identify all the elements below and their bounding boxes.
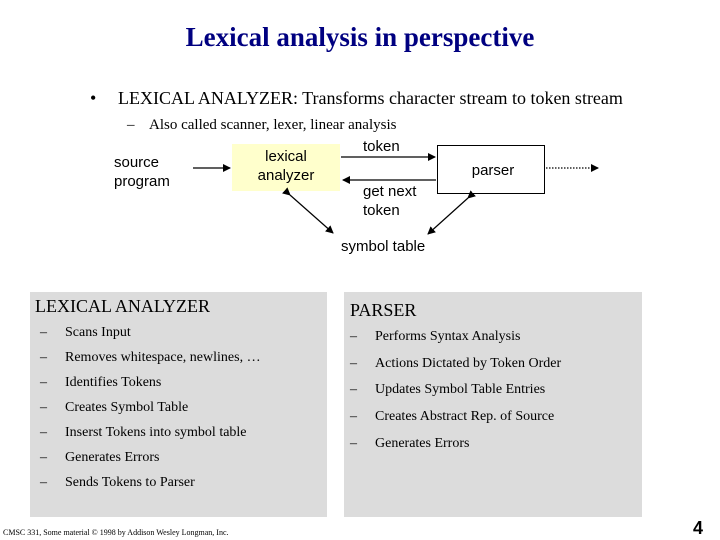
- item-marker: –: [350, 409, 357, 424]
- source-label-line1: source: [114, 154, 160, 171]
- bullet-text: LEXICAL ANALYZER: Transforms character s…: [118, 88, 623, 108]
- list-item: – Actions Dictated by Token Order: [350, 356, 561, 372]
- item-marker: –: [40, 400, 47, 415]
- list-item: – Updates Symbol Table Entries: [350, 382, 545, 398]
- list-item: – Creates Symbol Table: [40, 400, 188, 416]
- copyright-footer: CMSC 331, Some material © 1998 by Addiso…: [3, 528, 229, 537]
- item-text: Updates Symbol Table Entries: [375, 382, 546, 397]
- list-item: – Inserst Tokens into symbol table: [40, 425, 247, 441]
- diagram-arrows: [193, 153, 599, 235]
- lexer-label-line2: analyzer: [257, 167, 315, 184]
- list-item: – Creates Abstract Rep. of Source: [350, 409, 554, 425]
- item-text: Scans Input: [65, 325, 131, 340]
- item-marker: –: [40, 450, 47, 465]
- item-marker: –: [350, 382, 357, 397]
- sub-bullet: –Also called scanner, lexer, linear anal…: [127, 117, 396, 134]
- lexer-symbol-table-arrow: [282, 187, 334, 234]
- item-text: Sends Tokens to Parser: [65, 475, 195, 490]
- slide-title: Lexical analysis in perspective: [185, 22, 535, 52]
- item-text: Actions Dictated by Token Order: [375, 356, 562, 371]
- page-number: 4: [693, 518, 704, 538]
- parser-symbol-table-arrow: [427, 190, 476, 235]
- main-bullet: • LEXICAL ANALYZER: Transforms character …: [90, 88, 623, 109]
- getnext-line1: get next: [363, 183, 417, 200]
- source-program-label: source program: [114, 153, 170, 191]
- item-marker: –: [40, 375, 47, 390]
- parser-label: parser: [471, 162, 515, 179]
- token-label: token: [363, 138, 400, 155]
- sub-bullet-marker: –: [127, 117, 135, 133]
- lexer-label-line1: lexical: [265, 148, 307, 165]
- item-marker: –: [350, 329, 357, 344]
- list-item: – Performs Syntax Analysis: [350, 329, 520, 345]
- item-text: Generates Errors: [65, 450, 160, 465]
- item-text: Removes whitespace, newlines, …: [65, 350, 261, 365]
- item-text: Generates Errors: [375, 436, 470, 451]
- item-text: Inserst Tokens into symbol table: [65, 425, 247, 440]
- bullet-marker: •: [90, 88, 97, 108]
- list-item: – Generates Errors: [40, 450, 159, 466]
- item-marker: –: [40, 475, 47, 490]
- item-text: Creates Abstract Rep. of Source: [375, 409, 555, 424]
- item-marker: –: [350, 356, 357, 371]
- list-item: – Identifies Tokens: [40, 375, 161, 391]
- parser-box: parser: [437, 145, 545, 194]
- item-marker: –: [350, 436, 357, 451]
- symbol-table-label: symbol table: [341, 238, 426, 255]
- source-label-line2: program: [114, 173, 170, 190]
- list-item: – Generates Errors: [350, 436, 469, 452]
- list-item: – Scans Input: [40, 325, 131, 341]
- item-marker: –: [40, 425, 47, 440]
- item-text: Creates Symbol Table: [65, 400, 189, 415]
- get-next-token-label: get next token: [363, 182, 416, 220]
- list-item: – Removes whitespace, newlines, …: [40, 350, 261, 366]
- sub-bullet-text: Also called scanner, lexer, linear analy…: [149, 117, 397, 133]
- item-marker: –: [40, 350, 47, 365]
- item-text: Performs Syntax Analysis: [375, 329, 521, 344]
- right-panel-heading: PARSER: [350, 300, 417, 320]
- parser-panel: PARSER – Performs Syntax Analysis – Action…: [344, 292, 642, 517]
- item-text: Identifies Tokens: [65, 375, 162, 390]
- list-item: – Sends Tokens to Parser: [40, 475, 195, 491]
- getnext-line2: token: [363, 202, 400, 219]
- left-panel-heading: LEXICAL ANALYZER: [35, 296, 211, 316]
- lexical-analyzer-box: lexical analyzer: [232, 144, 340, 191]
- lexical-analyzer-panel: LEXICAL ANALYZER – Scans Input – Removes w…: [30, 292, 327, 517]
- item-marker: –: [40, 325, 47, 340]
